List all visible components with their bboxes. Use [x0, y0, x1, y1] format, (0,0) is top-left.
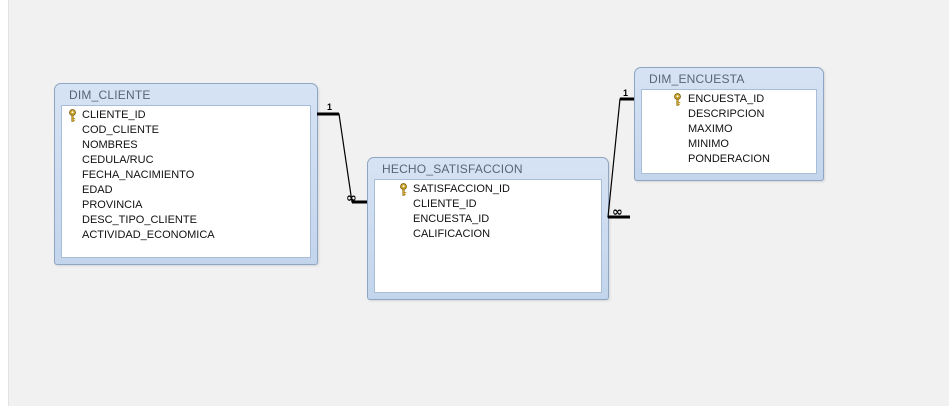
field-name: EDAD: [82, 184, 113, 196]
table-title: DIM_CLIENTE: [69, 88, 151, 102]
field-name: SATISFACCION_ID: [413, 183, 510, 195]
primary-key-icon: [399, 183, 408, 196]
field-name: ENCUESTA_ID: [688, 93, 765, 105]
field-name: CLIENTE_ID: [82, 109, 146, 121]
field-name: FECHA_NACIMIENTO: [82, 169, 195, 181]
field-name: COD_CLIENTE: [82, 124, 160, 136]
field-name: MINIMO: [688, 138, 729, 150]
many-label: ∞: [346, 191, 357, 206]
one-label: 1: [327, 102, 332, 112]
table-hecho-satisfaccion[interactable]: HECHO_SATISFACCION SATISFACCION_ID CLIEN…: [367, 157, 609, 300]
field-name: ENCUESTA_ID: [413, 213, 490, 225]
field-name: PROVINCIA: [82, 199, 143, 211]
many-label: ∞: [612, 205, 623, 220]
field-list: SATISFACCION_ID CLIENTE_ID ENCUESTA_ID C…: [374, 179, 602, 293]
field-name: ACTIVIDAD_ECONOMICA: [82, 229, 215, 241]
field-name: CEDULA/RUC: [82, 154, 154, 166]
relationships-canvas: DIM_CLIENTE CLIENTE_ID COD_CLIENTE NOMBR…: [8, 0, 949, 406]
relationship-cliente-hecho[interactable]: 1 ∞: [317, 102, 367, 206]
field-name: PONDERACION: [688, 153, 770, 165]
field-name: CALIFICACION: [413, 228, 491, 240]
table-dim-cliente[interactable]: DIM_CLIENTE CLIENTE_ID COD_CLIENTE NOMBR…: [54, 83, 318, 265]
primary-key-icon: [68, 109, 77, 122]
table-title: HECHO_SATISFACCION: [382, 162, 523, 176]
table-title: DIM_ENCUESTA: [649, 72, 745, 86]
primary-key-icon: [673, 93, 682, 106]
field-list: CLIENTE_ID COD_CLIENTE NOMBRES CEDULA/RU…: [61, 105, 311, 258]
one-label: 1: [623, 88, 628, 98]
relationship-encuesta-hecho[interactable]: 1 ∞: [607, 88, 634, 220]
field-name: DESCRIPCION: [688, 108, 765, 120]
field-name: CLIENTE_ID: [413, 198, 477, 210]
field-name: DESC_TIPO_CLIENTE: [82, 214, 197, 226]
field-name: MAXIMO: [688, 123, 733, 135]
field-list: ENCUESTA_ID DESCRIPCION MAXIMO MINIMO PO…: [641, 89, 817, 174]
table-dim-encuesta[interactable]: DIM_ENCUESTA ENCUESTA_ID DESCRIPCION MAX…: [634, 67, 824, 181]
field-name: NOMBRES: [82, 139, 138, 151]
